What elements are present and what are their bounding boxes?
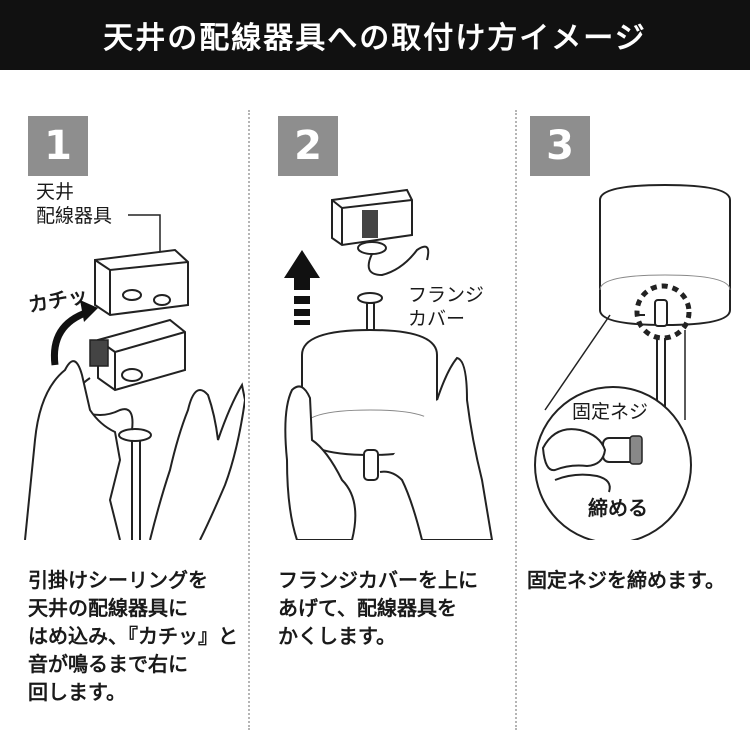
up-arrow-icon — [284, 250, 320, 325]
step-2-illustration — [262, 180, 507, 540]
step-2-caption: フランジカバーを上に あげて、配線器具を かくします。 — [278, 566, 478, 650]
step-3-tighten-label: 締める — [588, 496, 648, 520]
screw-icon — [603, 436, 642, 464]
step-3-badge: 3 — [530, 116, 590, 176]
ceiling-fixture-box — [95, 250, 188, 315]
step-3-caption: 固定ネジを締めます。 — [527, 566, 725, 594]
step-2-badge: 2 — [278, 116, 338, 176]
step-1-caption: 引掛けシーリングを 天井の配線器具に はめ込み、『カチッ』と 音が鳴るまで右に … — [28, 566, 238, 706]
step-3-illustration — [525, 180, 747, 540]
right-hand — [150, 385, 245, 540]
column-divider-1 — [248, 110, 250, 730]
rotate-arrow-icon — [54, 312, 88, 365]
ceiling-rose — [90, 320, 185, 390]
step-1-illustration — [20, 200, 245, 540]
left-hand — [25, 361, 120, 540]
column-divider-2 — [515, 110, 517, 730]
step-3-screw-label: 固定ネジ — [572, 400, 648, 424]
page-title: 天井の配線器具への取付け方イメージ — [0, 0, 750, 70]
step-1-badge: 1 — [28, 116, 88, 176]
